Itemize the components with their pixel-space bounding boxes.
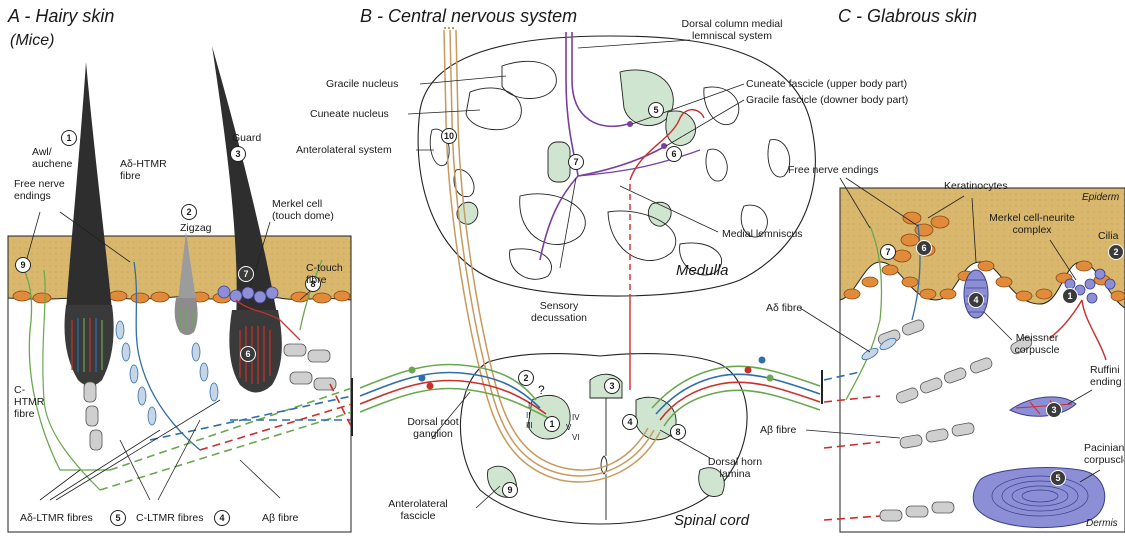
dorsal-horn-lamina-label: Dorsal horn lamina — [700, 456, 770, 480]
abeta-label: Aβ fibre — [262, 512, 298, 524]
cltmr-number: 4 — [214, 510, 230, 526]
lamina-vi: VI — [572, 432, 580, 444]
lamina-v: V — [566, 422, 571, 434]
cns-number-7: 7 — [568, 154, 584, 170]
cltmr-label: C-LTMR fibres — [136, 512, 203, 524]
panel-a-hairy-skin — [8, 46, 352, 532]
sensory-decussation-label: Sensory decussation — [526, 300, 592, 324]
cns-number-2: 2 — [518, 370, 534, 386]
guard-number: 3 — [230, 146, 246, 162]
adelta-ltmr-label: Aδ-LTMR fibres — [20, 512, 93, 524]
adelta-htmr-label: Aδ-HTMR fibre — [120, 158, 186, 182]
anterolateral-fascicle-label: Anterolateral fascicle — [376, 498, 460, 522]
cns-number-9: 9 — [502, 482, 518, 498]
panel-c-title: C - Glabrous skin — [838, 6, 977, 27]
drg-label: Dorsal root ganglion — [398, 416, 468, 440]
spinal-cord-label: Spinal cord — [674, 512, 749, 529]
glabrous-number-5: 5 — [1050, 470, 1066, 486]
glabrous-number-7: 7 — [880, 244, 896, 260]
glabrous-free-nerve-label: Free nerve endings — [788, 164, 878, 176]
merkel-complex-label: Merkel cell-neurite complex — [982, 212, 1082, 236]
cns-question-mark: ? — [538, 384, 545, 396]
cns-number-5: 5 — [648, 102, 664, 118]
pacinian-label: Pacinian corpuscle — [1084, 442, 1124, 466]
meissner-label: Meissner corpuscle — [1002, 332, 1072, 356]
cuneate-nucleus-label: Cuneate nucleus — [310, 108, 389, 120]
glabrous-number-4: 4 — [968, 292, 984, 308]
merkel-number: 7 — [238, 266, 254, 282]
zigzag-label: Zigzag — [180, 222, 212, 234]
panel-a-title: A - Hairy skin — [8, 6, 114, 27]
lamina-iv: IV — [572, 412, 580, 424]
medulla-label: Medulla — [676, 262, 729, 279]
glabrous-abeta-label: Aβ fibre — [760, 424, 796, 436]
hairy-free-nerve-number: 9 — [15, 257, 31, 273]
anterolateral-system-label: Anterolateral system — [296, 144, 392, 156]
medial-lemniscus-label: Medial lemniscus — [722, 228, 803, 240]
epidermis-label: Epiderm — [1082, 192, 1119, 203]
gracile-fascicle-label: Gracile fascicle (downer body part) — [746, 94, 908, 106]
adelta-ltmr-number: 5 — [110, 510, 126, 526]
glabrous-number-2: 2 — [1108, 244, 1124, 260]
gracile-nucleus-label: Gracile nucleus — [326, 78, 398, 90]
panel-a-subtitle: (Mice) — [10, 32, 54, 50]
glabrous-adelta-label: Aδ fibre — [766, 302, 802, 314]
keratinocytes-label: Keratinocytes — [944, 180, 1008, 192]
glabrous-number-1: 1 — [1062, 288, 1078, 304]
awl-number: 1 — [61, 130, 77, 146]
anterolateral-number: 10 — [441, 128, 457, 144]
merkel-label: Merkel cell (touch dome) — [272, 198, 342, 222]
cns-number-3: 3 — [604, 378, 620, 394]
cns-number-6: 6 — [666, 146, 682, 162]
glabrous-number-3: 3 — [1046, 402, 1062, 418]
lamina-iii: III — [526, 420, 533, 432]
dermis-label: Dermis — [1086, 518, 1118, 529]
hairy-free-nerve-label: Free nerve endings — [14, 178, 84, 202]
dorsal-column-label: Dorsal column medial lemniscal system — [678, 18, 786, 42]
cns-number-8: 8 — [670, 424, 686, 440]
chtmr-label: C-HTMR fibre — [14, 384, 54, 420]
cuneate-fascicle-label: Cuneate fascicle (upper body part) — [746, 78, 907, 90]
guard-label: Guard — [232, 132, 261, 144]
glabrous-number-6: 6 — [916, 240, 932, 256]
zigzag-number: 2 — [181, 204, 197, 220]
ruffini-label: Ruffini ending — [1090, 364, 1124, 388]
guard-bulb-number: 6 — [240, 346, 256, 362]
cns-number-4: 4 — [622, 414, 638, 430]
ctouch-label: C-touch fibre — [306, 262, 352, 286]
awl-label: Awl/ auchene — [32, 146, 88, 170]
panel-b-title: B - Central nervous system — [360, 6, 577, 27]
cilia-label: Cilia — [1098, 230, 1118, 242]
cns-number-1: 1 — [544, 416, 560, 432]
